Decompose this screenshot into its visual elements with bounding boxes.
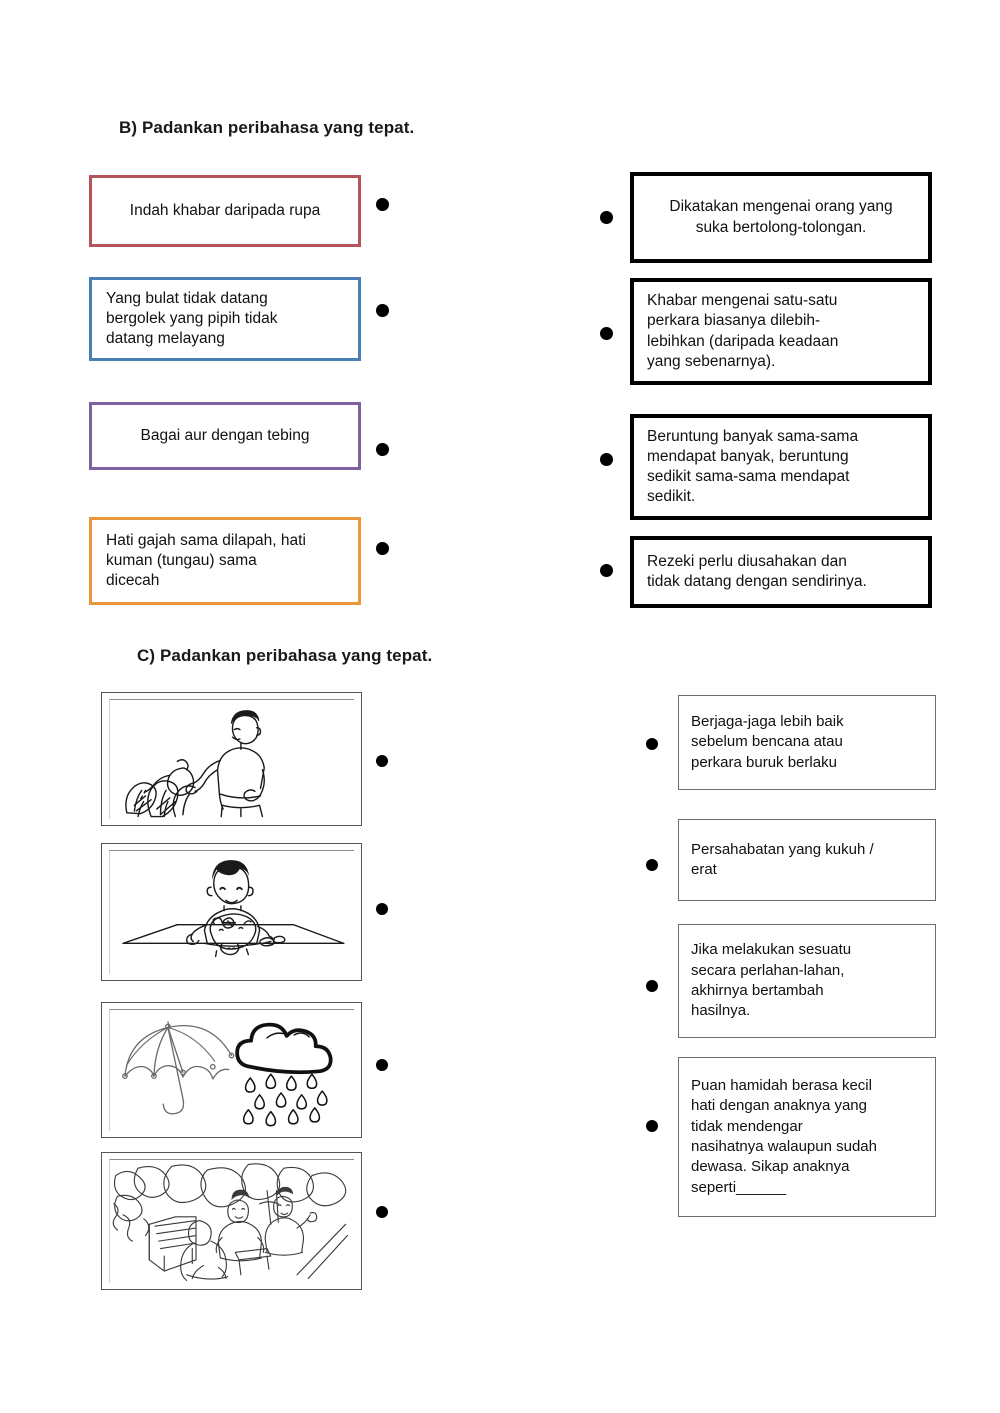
connector-dot-c-left-3[interactable]	[376, 1059, 388, 1071]
connector-dot-c-right-1[interactable]	[646, 738, 658, 750]
section-c-heading: C) Padankan peribahasa yang tepat.	[137, 646, 433, 665]
proverb-box-b-2[interactable]: Yang bulat tidak datang bergolek yang pi…	[89, 277, 361, 361]
connector-dot-c-right-4[interactable]	[646, 1120, 658, 1132]
connector-dot-c-right-3[interactable]	[646, 980, 658, 992]
connector-dot-b-right-3[interactable]	[600, 453, 613, 466]
connector-dot-b-left-1[interactable]	[376, 198, 389, 211]
proverb-box-b-2-text: Yang bulat tidak datang bergolek yang pi…	[106, 289, 278, 348]
proverb-box-b-3[interactable]: Bagai aur dengan tebing	[89, 402, 361, 470]
proverb-box-b-1-text: Indah khabar daripada rupa	[129, 201, 321, 219]
picture-card-c-2[interactable]	[101, 843, 362, 981]
meaning-box-b-4-text: Rezeki perlu diusahakan dan tidak datang…	[647, 552, 867, 590]
connector-dot-b-right-4[interactable]	[600, 564, 613, 577]
friends-on-park-bench-icon	[109, 1159, 354, 1283]
meaning-box-b-3-text: Beruntung banyak sama-sama mendapat bany…	[647, 427, 859, 506]
meaning-box-c-3[interactable]: Jika melakukan sesuatu secara perlahan-l…	[678, 924, 936, 1038]
picture-card-c-1[interactable]	[101, 692, 362, 826]
picture-card-c-4[interactable]	[101, 1152, 362, 1290]
meaning-box-c-2[interactable]: Persahabatan yang kukuh / erat	[678, 819, 936, 901]
man-watering-plants-icon	[109, 699, 354, 819]
connector-dot-b-right-1[interactable]	[600, 211, 613, 224]
connector-dot-b-right-2[interactable]	[600, 327, 613, 340]
meaning-box-b-2[interactable]: Khabar mengenai satu-satu perkara biasan…	[630, 278, 932, 385]
proverb-box-b-1[interactable]: Indah khabar daripada rupa	[89, 175, 361, 247]
meaning-box-b-1-text: Dikatakan mengenai orang yang suka berto…	[669, 198, 893, 236]
proverb-box-b-4[interactable]: Hati gajah sama dilapah, hati kuman (tun…	[89, 517, 361, 605]
proverb-box-b-4-text: Hati gajah sama dilapah, hati kuman (tun…	[106, 531, 306, 590]
meaning-box-c-1-text: Berjaga-jaga lebih baik sebelum bencana …	[691, 712, 844, 771]
meaning-box-c-2-text: Persahabatan yang kukuh / erat	[691, 840, 874, 878]
umbrella-rain-cloud-icon	[109, 1009, 354, 1131]
meaning-box-b-1[interactable]: Dikatakan mengenai orang yang suka berto…	[630, 172, 932, 263]
proverb-box-b-3-text: Bagai aur dengan tebing	[140, 426, 310, 444]
connector-dot-c-left-1[interactable]	[376, 755, 388, 767]
connector-dot-b-left-4[interactable]	[376, 542, 389, 555]
meaning-box-c-4[interactable]: Puan hamidah berasa kecil hati dengan an…	[678, 1057, 936, 1217]
boy-saving-coins-piggybank-icon	[109, 850, 354, 974]
connector-dot-c-left-4[interactable]	[376, 1206, 388, 1218]
meaning-box-c-1[interactable]: Berjaga-jaga lebih baik sebelum bencana …	[678, 695, 936, 790]
meaning-box-c-4-text: Puan hamidah berasa kecil hati dengan an…	[691, 1076, 877, 1196]
meaning-box-b-2-text: Khabar mengenai satu-satu perkara biasan…	[647, 292, 839, 370]
connector-dot-c-left-2[interactable]	[376, 903, 388, 915]
picture-card-c-3[interactable]	[101, 1002, 362, 1138]
meaning-box-b-3[interactable]: Beruntung banyak sama-sama mendapat bany…	[630, 414, 932, 520]
meaning-box-c-3-text: Jika melakukan sesuatu secara perlahan-l…	[691, 941, 852, 1020]
section-b-heading: B) Padankan peribahasa yang tepat.	[119, 118, 415, 137]
meaning-box-b-4[interactable]: Rezeki perlu diusahakan dan tidak datang…	[630, 536, 932, 608]
connector-dot-b-left-2[interactable]	[376, 304, 389, 317]
connector-dot-b-left-3[interactable]	[376, 443, 389, 456]
connector-dot-c-right-2[interactable]	[646, 859, 658, 871]
